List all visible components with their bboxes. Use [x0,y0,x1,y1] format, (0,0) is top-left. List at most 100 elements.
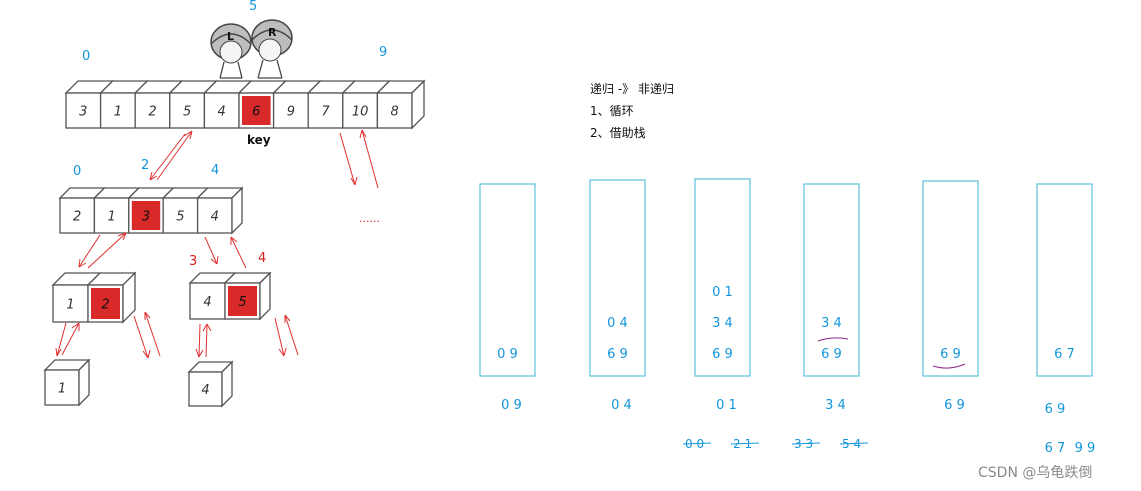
arrow-second-left-b [87,232,127,269]
second-array-cell-3: 5 [161,187,210,234]
leaf-left: 1 [43,358,91,407]
arrow-top-right-a [339,132,356,186]
top-array-cell-3: 5 [168,80,218,129]
stack-5-popped-top: 6 9 [1045,402,1066,417]
stack-1-frame [589,179,646,377]
stack-4-frame [922,180,979,377]
top-array-value-6: 9 [287,104,295,119]
stack-2-entry-2: 6 9 [712,347,733,362]
second-array-cell-1: 1 [92,187,141,234]
ellipsis-mark: ...... [359,212,380,225]
arrow-third-left-b [61,322,80,356]
top-index-right: 9 [379,45,387,60]
top-array-value-0: 3 [79,104,87,119]
top-index-mid: 5 [249,0,257,14]
stack-0-popped-0: 0 9 [501,398,522,413]
top-array-value-3: 5 [183,104,191,119]
second-index-right: 4 [211,163,219,178]
stack-2-strike-line-1 [730,442,760,445]
stack-3-entry-0: 3 4 [821,316,842,331]
third-left-value-0: 1 [66,297,74,312]
stack-2-popped-0: 0 1 [716,398,737,413]
leaf-right-cell-0: 4 [187,361,234,407]
stack-1-entry-0: 0 4 [607,316,628,331]
stack-1: 0 4 6 9 0 4 [589,179,646,413]
third-right-index-left: 3 [189,254,197,269]
third-right-value-0: 4 [203,295,211,310]
second-index-left: 0 [73,164,81,179]
second-array-cell-0: 2 [58,187,106,234]
top-array-pivot-highlight [242,96,271,125]
stack-3-frame [803,183,860,377]
second-array-side [231,186,243,235]
stack-5-frame [1036,183,1093,377]
third-left-side [122,271,136,324]
second-array-value-2: 3 [142,209,150,224]
stack-3-strike-line-0 [791,442,821,445]
arrow-third-right-d [284,314,299,356]
top-array-value-4: 4 [218,104,226,119]
stack-0: 0 90 9 [479,183,536,413]
key-label: key [247,133,271,147]
mascot-left-letter: L [227,30,234,43]
top-array-value-1: 1 [114,104,122,119]
top-array-value-5: 6 [252,104,260,119]
stack-2-entry-0: 0 1 [712,285,733,300]
third-right-cell-1: 5 [223,272,272,320]
third-right-value-1: 5 [238,295,246,310]
leaf-right: 4 [187,360,234,408]
stack-3-strike-line-1 [839,442,869,445]
stack-5: 6 7 6 7 9 9 6 9 [1036,183,1096,456]
stack-5-popped-1: 9 9 [1075,441,1096,456]
notes-item-2: 2、借助栈 [590,125,646,140]
arrow-top-right-b [361,129,379,189]
top-index-left: 0 [82,49,90,64]
stack-2-strike-line-0 [682,442,712,445]
top-array-side [411,79,425,130]
arrow-top-to-second-a [149,133,186,181]
stack-2-entry-1: 3 4 [712,316,733,331]
top-array-value-7: 7 [321,104,330,119]
second-array-value-3: 5 [176,209,184,224]
stack-5-entry-0: 6 7 [1054,347,1075,362]
stack-4-popped-0: 6 9 [944,398,965,413]
arrow-second-right-b [230,236,247,269]
arrow-third-left-a [56,322,67,357]
mascot-right-letter: R [268,26,277,39]
top-array-cell-6: 9 [272,80,322,129]
top-array-cell-2: 2 [133,80,184,129]
stack-1-popped-0: 0 4 [611,398,632,413]
leaf-right-side [221,360,233,408]
stack-0-frame [479,183,536,377]
stack-4: 6 96 9 [922,180,979,413]
top-array-value-8: 10 [352,104,369,119]
third-left-value-1: 2 [101,297,109,312]
arrow-third-left-d [144,311,161,357]
top-array-value-9: 8 [391,104,399,119]
stack-3-underline [817,337,849,342]
second-array-cell-4: 4 [196,187,244,234]
second-array-value-1: 1 [107,209,115,224]
notes-title: 递归 -》 非递归 [590,82,674,96]
third-right-pivot-highlight [228,286,257,316]
mascot-left: L [210,23,252,79]
arrow-third-right-c [274,317,285,357]
arrow-third-left-c [133,315,149,359]
top-array-value-2: 2 [148,104,156,119]
stack-2-frame [694,178,751,377]
watermark: CSDN @乌龟跌倒 [978,465,1092,481]
second-array-value-4: 4 [211,209,219,224]
leaf-left-side [78,358,90,407]
top-array: 3 1 2 5 4 6 9 7 10 8 [64,79,426,130]
arrow-top-to-second-b [156,130,193,181]
stack-5-popped-0: 6 7 [1045,441,1066,456]
third-right-side [259,271,271,321]
notes-item-1: 1、循环 [590,104,634,118]
stack-1-entry-1: 6 9 [607,347,628,362]
top-array-cell-7: 7 [306,80,357,129]
